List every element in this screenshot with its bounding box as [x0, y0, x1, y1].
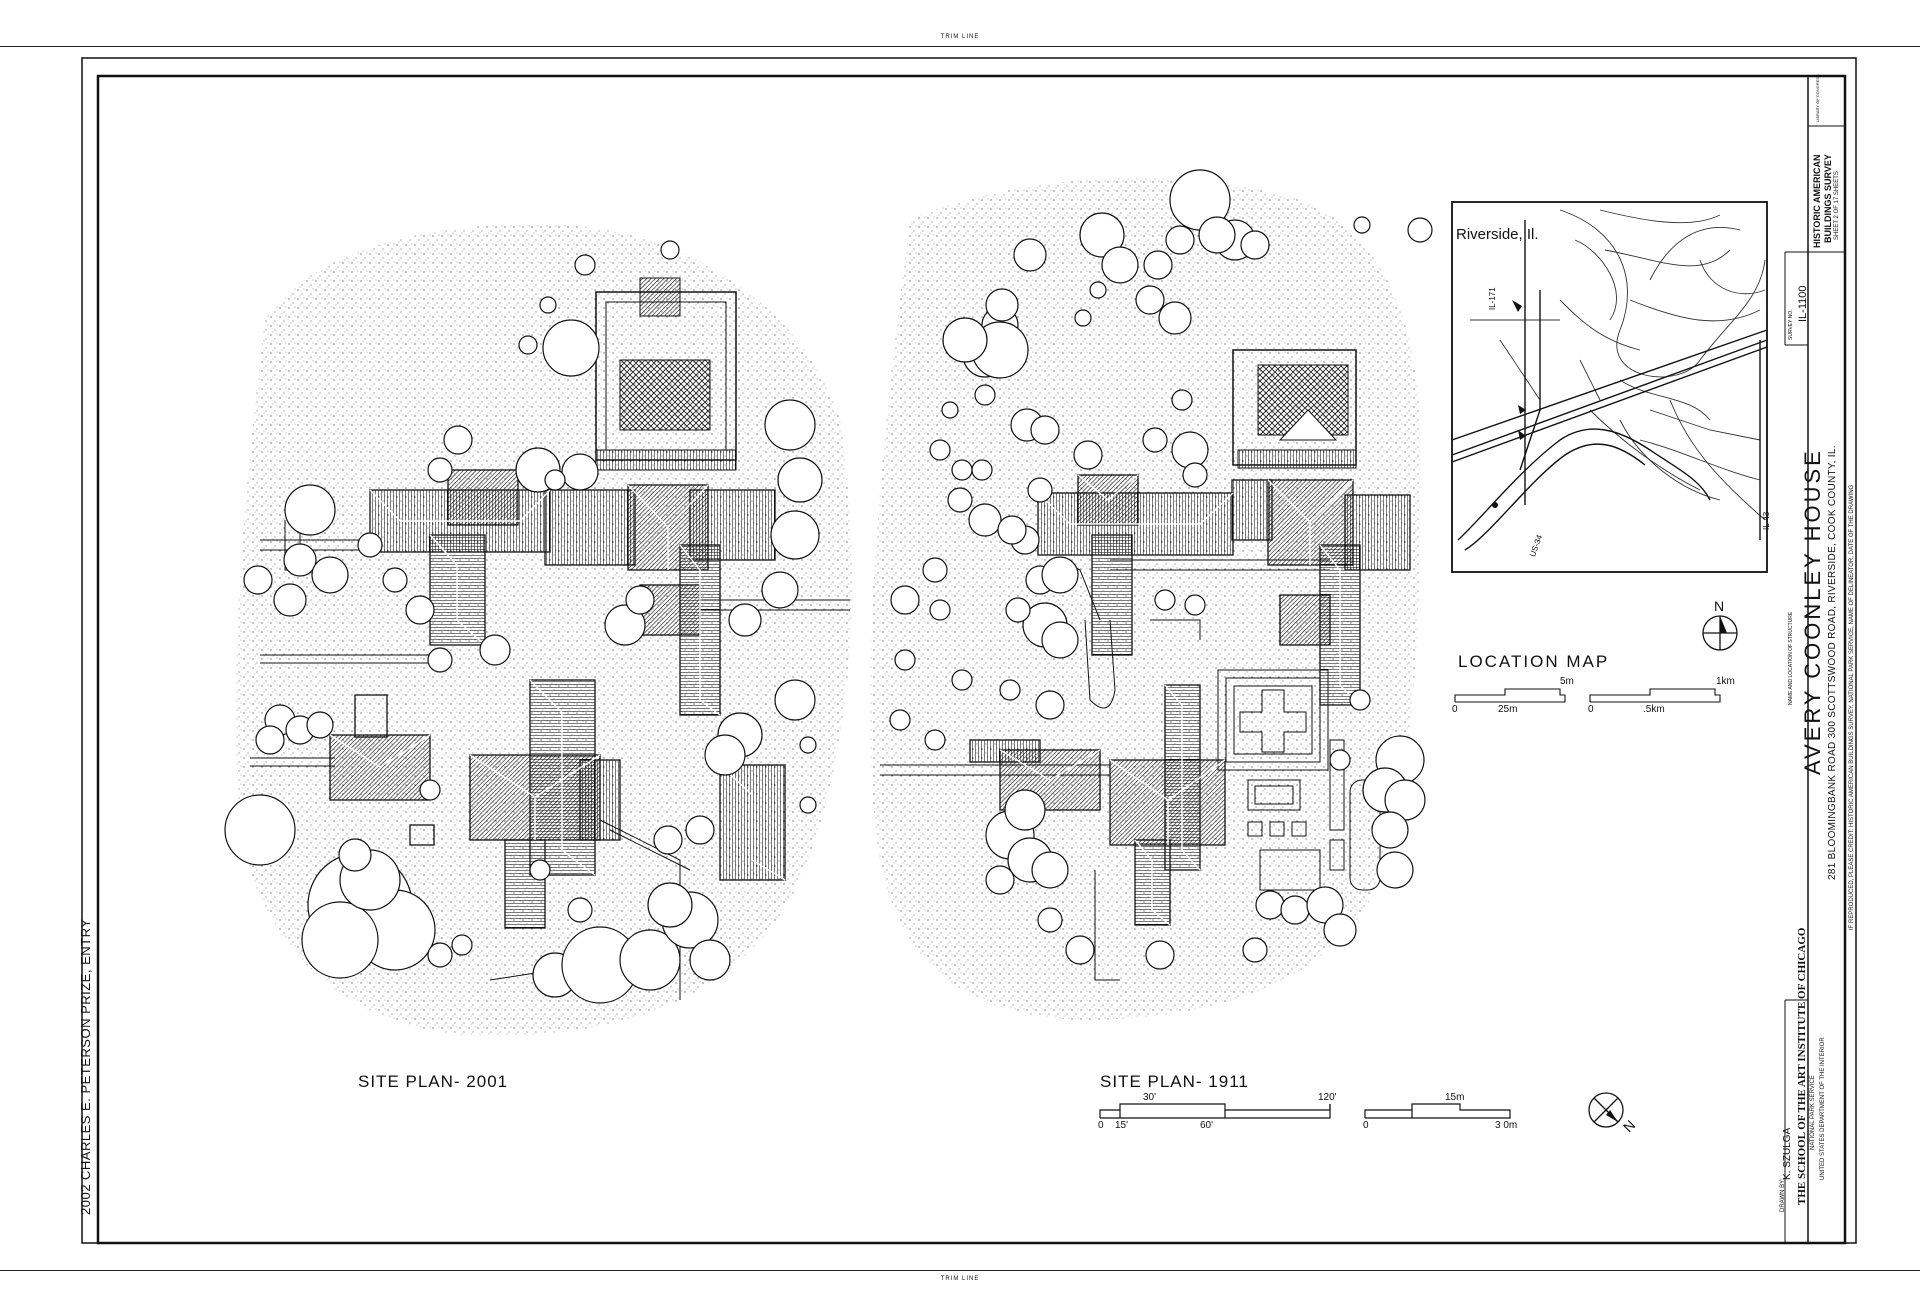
scale-m-0: 0	[1363, 1120, 1369, 1131]
scale-bar-feet	[1099, 1103, 1331, 1119]
north-arrow-plan-icon	[1588, 1092, 1624, 1128]
reproduction-credit: IF REPRODUCED, PLEASE CREDIT: HISTORIC A…	[1849, 484, 1855, 930]
trees-1911	[889, 169, 1433, 970]
structure-address: 281 BLOOMINGBANK ROAD 300 SCOTTSWOOD ROA…	[1827, 445, 1838, 880]
trim-line-top-label: TRIM LINE	[940, 34, 980, 40]
location-map	[1451, 201, 1768, 573]
scale-loc-1km: 1km	[1716, 676, 1735, 687]
site-plan-1911-title: SITE PLAN- 1911	[1100, 1072, 1249, 1091]
location-map-place: Riverside, Il.	[1456, 226, 1539, 243]
scale-ft-0: 0	[1098, 1120, 1104, 1131]
north-arrow-map-icon	[1702, 615, 1738, 651]
scale-bar-loc-m	[1454, 688, 1566, 703]
drawn-by-label: DRAWN BY:	[1780, 1178, 1786, 1212]
scale-m-15: 15m	[1445, 1092, 1465, 1103]
trim-line-bottom	[0, 1270, 1920, 1271]
drawn-by-name: K. SZULGA	[1782, 1127, 1793, 1180]
site-plan-1911	[870, 169, 1433, 1020]
scale-bar-meters	[1364, 1103, 1511, 1119]
scale-ft-15: 15'	[1115, 1120, 1129, 1131]
road-il171-label: IL-171	[1488, 287, 1497, 310]
site-plan-2001	[224, 224, 852, 1036]
habs-line1: HISTORIC AMERICAN	[1812, 154, 1822, 248]
scale-loc-0: 0	[1452, 704, 1458, 715]
library-caption: LIBRARY OF CONGRESS	[1815, 74, 1820, 122]
scale-ft-120: 120'	[1318, 1092, 1337, 1103]
road-il43-label: IL-43	[1762, 511, 1771, 530]
scale-ft-30: 30'	[1143, 1092, 1157, 1103]
survey-number: IL-1100	[1797, 285, 1809, 323]
scale-bar-loc-km	[1589, 688, 1721, 703]
north-label-map: N	[1714, 598, 1725, 614]
scale-loc-5km: .5km	[1643, 704, 1665, 715]
habs-line2: BUILDINGS SURVEY	[1823, 154, 1833, 243]
trim-line-top	[0, 46, 1920, 47]
inner-border	[96, 74, 1847, 1245]
trees-2001	[224, 240, 823, 1004]
name-caption: NAME AND LOCATION OF STRUCTURE	[1788, 611, 1794, 705]
school-name: THE SCHOOL OF THE ART INSTITUTE OF CHICA…	[1796, 927, 1808, 1205]
structure-name: AVERY COONLEY HOUSE	[1800, 448, 1825, 775]
survey-no-label: SURVEY NO.	[1788, 309, 1794, 340]
scale-loc-25m: 25m	[1498, 704, 1518, 715]
peterson-prize-label: 2002 CHARLES E. PETERSON PRIZE, ENTRY	[78, 918, 93, 1215]
trim-line-bottom-label: TRIM LINE	[940, 1276, 980, 1282]
nps-label: NATIONAL PARK SERVICE	[1810, 1075, 1816, 1150]
scale-m-30: 3 0m	[1495, 1120, 1518, 1131]
dept-label: UNITED STATES DEPARTMENT OF THE INTERIOR	[1820, 1037, 1826, 1180]
site-plan-2001-title: SITE PLAN- 2001	[358, 1072, 509, 1091]
scale-loc-5m: 5m	[1560, 676, 1574, 687]
scale-loc-km-0: 0	[1588, 704, 1594, 715]
scale-ft-60: 60'	[1200, 1120, 1214, 1131]
location-map-title: LOCATION MAP	[1458, 652, 1610, 671]
sheet-count: SHEET 2 OF 17 SHEETS	[1834, 171, 1840, 240]
